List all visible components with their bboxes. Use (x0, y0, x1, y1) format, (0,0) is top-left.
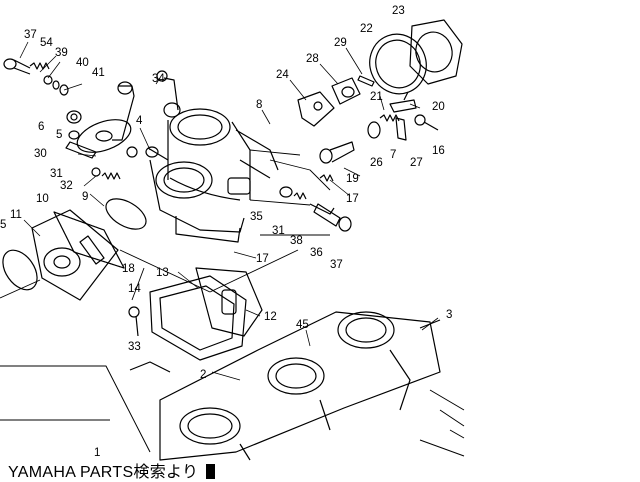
label-12: 12 (264, 311, 277, 323)
screw-16 (414, 114, 439, 131)
lower-carburetor-assembly (129, 311, 441, 461)
gasket-13 (149, 275, 247, 361)
spring-21 (379, 114, 400, 122)
text-cursor (206, 464, 216, 479)
label-26: 26 (370, 157, 383, 169)
label-22: 22 (360, 23, 373, 35)
lever-20 (389, 91, 417, 113)
label-1: 1 (94, 447, 100, 459)
label-40: 40 (76, 57, 89, 69)
label-23: 23 (392, 5, 405, 17)
label-13: 13 (156, 267, 169, 279)
label-2: 2 (200, 369, 206, 381)
caption-text: YAMAHA PARTS検索より (8, 464, 199, 481)
spring-31b (293, 192, 307, 200)
label-5b: 5 (0, 219, 6, 231)
screw-33 (128, 306, 140, 337)
label-36: 36 (310, 247, 323, 259)
label-34: 34 (152, 73, 165, 85)
label-37b: 37 (330, 259, 343, 271)
label-17a: 17 (346, 193, 359, 205)
label-37a: 37 (24, 29, 37, 41)
part-number-labels: 37 54 39 40 41 6 5 34 4 8 24 28 29 22 23… (0, 5, 452, 459)
cover-12 (195, 267, 263, 337)
o-ring-35 (279, 186, 293, 198)
label-30: 30 (34, 148, 47, 160)
label-54: 54 (40, 37, 53, 49)
label-24: 24 (276, 69, 289, 81)
label-8: 8 (256, 99, 262, 111)
label-17b: 17 (256, 253, 269, 265)
mounting-plate (0, 365, 465, 457)
spring-17a (319, 174, 334, 182)
valve-26 (367, 121, 381, 139)
diaphragm-5 (2, 249, 38, 291)
cap-37b (338, 216, 352, 232)
label-41: 41 (92, 67, 105, 79)
bracket-24 (297, 91, 335, 127)
label-27: 27 (410, 157, 423, 169)
label-14: 14 (128, 283, 141, 295)
label-35: 35 (250, 211, 263, 223)
leader-lines (0, 149, 331, 301)
cover-23 (409, 19, 463, 85)
label-28: 28 (306, 53, 319, 65)
label-20: 20 (432, 101, 445, 113)
jet-36 (313, 203, 341, 227)
label-45: 45 (296, 319, 309, 331)
upper-carburetor-body (145, 70, 279, 243)
label-16: 16 (432, 145, 445, 157)
pump-cover-10 (31, 209, 119, 301)
label-10: 10 (36, 193, 49, 205)
source-caption: YAMAHA PARTS検索より (8, 458, 216, 481)
gasket-11 (53, 211, 125, 269)
pilot-screw-assembly (3, 58, 69, 96)
label-21: 21 (370, 91, 383, 103)
label-29: 29 (334, 37, 347, 49)
label-31a: 31 (50, 168, 63, 180)
label-7: 7 (390, 149, 396, 161)
label-4: 4 (136, 115, 143, 127)
label-6: 6 (38, 121, 44, 133)
label-38: 38 (290, 235, 303, 247)
label-9: 9 (82, 191, 88, 203)
screw-29 (357, 75, 375, 87)
needle-valve-19 (319, 141, 355, 164)
diaphragm-9b (105, 198, 147, 230)
small-washer-6 (66, 110, 82, 140)
label-19: 19 (346, 173, 359, 185)
label-11: 11 (10, 209, 22, 221)
label-5a: 5 (56, 129, 62, 141)
pin-27 (395, 117, 407, 141)
lever-arm (112, 81, 135, 141)
label-32: 32 (60, 180, 73, 192)
cap-28 (331, 77, 361, 105)
label-18: 18 (122, 263, 135, 275)
label-3: 3 (446, 309, 452, 321)
label-39: 39 (55, 47, 68, 59)
label-pointers (19, 41, 439, 381)
label-33: 33 (128, 341, 141, 353)
label-31b: 31 (272, 225, 285, 237)
